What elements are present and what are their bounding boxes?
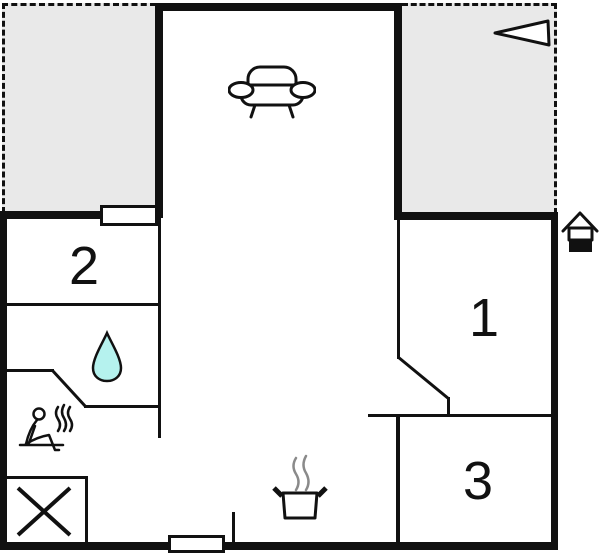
cooking-pot-icon bbox=[272, 452, 328, 522]
wall-room1-left bbox=[397, 218, 400, 359]
sofa-icon bbox=[228, 62, 316, 120]
room-2-label: 2 bbox=[68, 236, 100, 296]
wall-outer-bottom bbox=[0, 542, 558, 550]
wall-room1-jamb bbox=[447, 397, 450, 417]
cross-icon bbox=[8, 480, 86, 540]
wall-room2-bottom bbox=[6, 303, 158, 306]
wall-room3-left bbox=[396, 417, 400, 543]
wall-outer-left bbox=[0, 211, 7, 550]
wall-utility-top bbox=[6, 476, 88, 479]
wall-bathroom-bottom-right bbox=[84, 405, 159, 408]
terrace-left bbox=[2, 3, 156, 213]
wall-utility-right bbox=[85, 476, 88, 543]
wall-top-central bbox=[155, 3, 402, 11]
north-arrow-icon bbox=[492, 18, 552, 48]
wall-door-stub bbox=[232, 512, 235, 543]
water-drop-icon bbox=[90, 330, 124, 384]
room-1-label: 1 bbox=[468, 288, 500, 348]
wall-central-right-upper bbox=[394, 3, 402, 218]
wall-bathroom-bottom-left bbox=[6, 369, 54, 372]
window-top bbox=[100, 205, 158, 226]
sauna-icon bbox=[16, 400, 76, 452]
window-bottom bbox=[168, 535, 225, 553]
wall-corridor-left bbox=[158, 218, 161, 438]
wall-room3-top bbox=[368, 414, 554, 417]
room-3-label: 3 bbox=[462, 451, 494, 511]
wall-terrace-right-bottom bbox=[394, 212, 558, 220]
wall-outer-right bbox=[551, 212, 558, 550]
wall-terrace-left-bottom bbox=[0, 211, 161, 219]
wall-central-left-upper bbox=[155, 3, 163, 218]
house-entrance-icon bbox=[561, 210, 599, 254]
